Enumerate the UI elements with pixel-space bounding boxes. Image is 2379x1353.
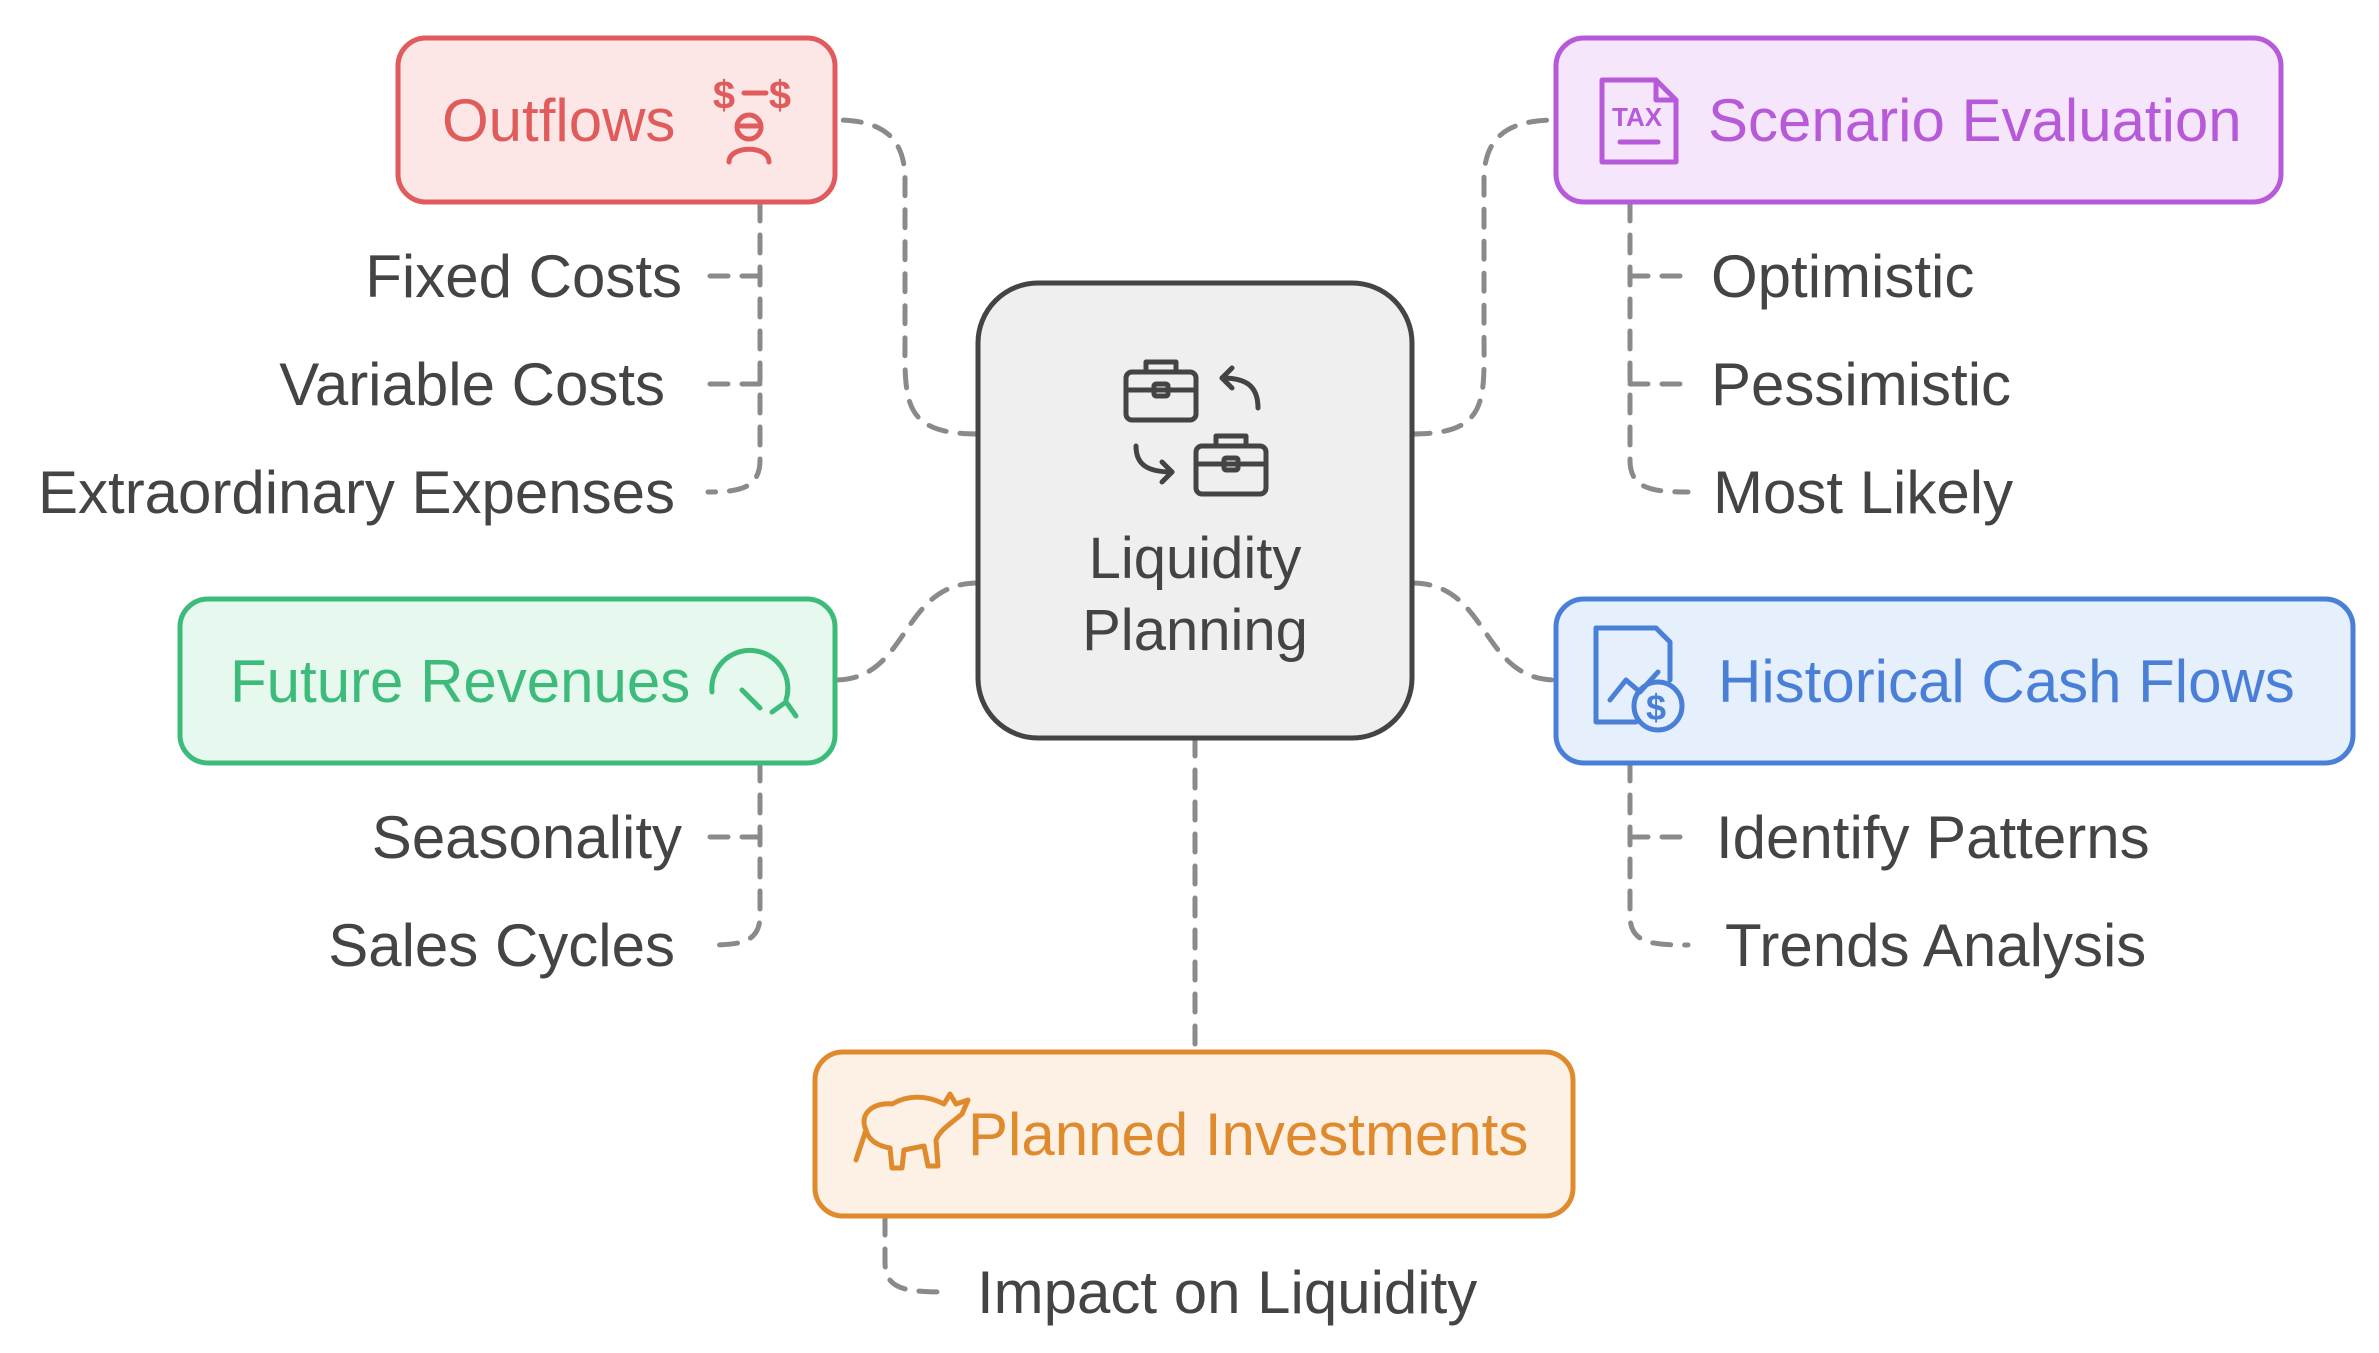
center-title-line2: Planning: [1082, 598, 1308, 663]
bull-icon: [853, 1091, 971, 1171]
svg-text:$: $: [1646, 687, 1666, 728]
scenario-item-pessimistic: Pessimistic: [1711, 351, 2011, 418]
outflows-item-variable-costs: Variable Costs: [279, 351, 665, 418]
connector-center-scenario: [1409, 117, 1559, 437]
outflows-label: Outflows: [442, 87, 675, 154]
svg-text:$: $: [768, 76, 792, 121]
future-revenues-node[interactable]: Future Revenues: [177, 596, 838, 766]
scenario-item-optimistic: Optimistic: [1711, 243, 1974, 310]
connector-center-future-revenues: [832, 580, 981, 683]
outflows-item-extraordinary-expenses: Extraordinary Expenses: [38, 459, 675, 526]
money-stress-person-icon: $ $: [712, 76, 792, 165]
future-revenues-item-sales-cycles: Sales Cycles: [328, 912, 675, 979]
historical-item-identify-patterns: Identify Patterns: [1716, 804, 2150, 871]
tax-document-icon: TAX: [1599, 77, 1679, 165]
center-node[interactable]: Liquidity Planning: [975, 280, 1415, 741]
connector-historical-items: [1627, 760, 1691, 948]
connector-future-items: [705, 760, 763, 948]
connector-planned-items: [882, 1214, 953, 1295]
briefcase-exchange-icon: [1123, 359, 1269, 497]
svg-text:TAX: TAX: [1612, 102, 1663, 132]
future-revenues-label: Future Revenues: [230, 648, 690, 715]
connector-center-outflows: [832, 117, 981, 437]
connector-scenario-items: [1627, 200, 1691, 495]
center-title-line1: Liquidity: [1089, 526, 1302, 591]
connector-outflows-items: [705, 200, 763, 495]
scenario-evaluation-label: Scenario Evaluation: [1708, 87, 2242, 154]
outflows-node[interactable]: Outflows $ $: [395, 35, 838, 205]
scenario-evaluation-node[interactable]: TAX Scenario Evaluation: [1553, 35, 2284, 205]
historical-item-trends-analysis: Trends Analysis: [1725, 912, 2146, 979]
planned-investments-label: Planned Investments: [968, 1101, 1528, 1168]
connector-center-historical: [1409, 580, 1559, 683]
historical-cash-flows-node[interactable]: $ Historical Cash Flows: [1553, 596, 2356, 766]
chart-dollar-icon: $: [1593, 625, 1685, 733]
planned-investments-node[interactable]: Planned Investments: [812, 1049, 1576, 1219]
planned-item-impact-on-liquidity: Impact on Liquidity: [977, 1259, 1477, 1326]
circular-arrow-icon: [709, 647, 799, 719]
historical-cash-flows-label: Historical Cash Flows: [1718, 648, 2295, 715]
connectors: [705, 117, 1691, 1295]
scenario-item-most-likely: Most Likely: [1713, 459, 2013, 526]
future-revenues-item-seasonality: Seasonality: [372, 804, 682, 871]
svg-text:$: $: [712, 76, 736, 121]
outflows-item-fixed-costs: Fixed Costs: [365, 243, 682, 310]
